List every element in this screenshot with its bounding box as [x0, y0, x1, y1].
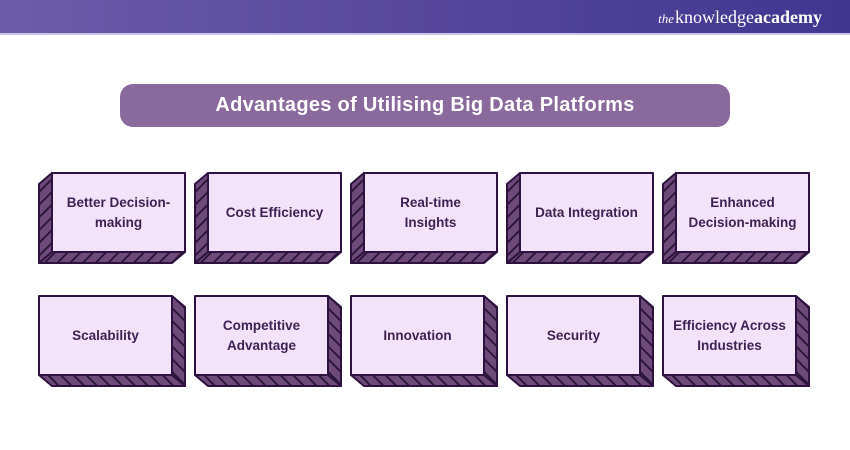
card-label: Real-time Insights [400, 194, 461, 230]
logo-word-knowledge: knowledge [675, 6, 755, 27]
card-3d-shape [350, 172, 498, 264]
card-3d-shape [662, 172, 810, 264]
card-innovation: Innovation [350, 295, 498, 387]
card-label: Efficiency Across Industries [673, 317, 786, 353]
card-3d-shape [38, 295, 186, 387]
card-label: Enhanced Decision-making [688, 194, 797, 230]
card-3d-shape [38, 172, 186, 264]
card-competitive-advantage: Competitive Advantage [194, 295, 342, 387]
card-real-time-insights: Real-time Insights [350, 172, 498, 264]
card-scalability: Scalability [38, 295, 186, 387]
header-bar: theknowledgeacademy [0, 0, 850, 35]
card-label: Security [546, 327, 601, 343]
card-label: Innovation [383, 327, 452, 343]
title-banner: Advantages of Utilising Big Data Platfor… [120, 84, 730, 127]
logo-word-academy: academy [754, 6, 822, 27]
card-better-decision-making: Better Decision- making [38, 172, 186, 264]
brand-logo: theknowledgeacademy [658, 8, 822, 26]
card-label: Better Decision- making [66, 194, 171, 230]
card-label: Cost Efficiency [225, 204, 324, 220]
card-label: Scalability [72, 327, 139, 343]
card-enhanced-decision-making: Enhanced Decision-making [662, 172, 810, 264]
card-3d-shape [506, 295, 654, 387]
logo-word-the: the [658, 10, 675, 26]
cards-row-1: Better Decision- making Cost Efficiency … [38, 172, 850, 264]
card-label: Data Integration [535, 204, 638, 220]
cards-grid: Better Decision- making Cost Efficiency … [0, 172, 850, 387]
card-cost-efficiency: Cost Efficiency [194, 172, 342, 264]
card-3d-shape [662, 295, 810, 387]
card-3d-shape [194, 295, 342, 387]
card-security: Security [506, 295, 654, 387]
card-data-integration: Data Integration [506, 172, 654, 264]
card-efficiency-across-industries: Efficiency Across Industries [662, 295, 810, 387]
cards-row-2: Scalability Competitive Advantage Innova… [38, 295, 850, 387]
card-3d-shape [194, 172, 342, 264]
card-3d-shape [350, 295, 498, 387]
card-3d-shape [506, 172, 654, 264]
card-label: Competitive Advantage [222, 317, 301, 353]
page-title: Advantages of Utilising Big Data Platfor… [215, 94, 635, 116]
